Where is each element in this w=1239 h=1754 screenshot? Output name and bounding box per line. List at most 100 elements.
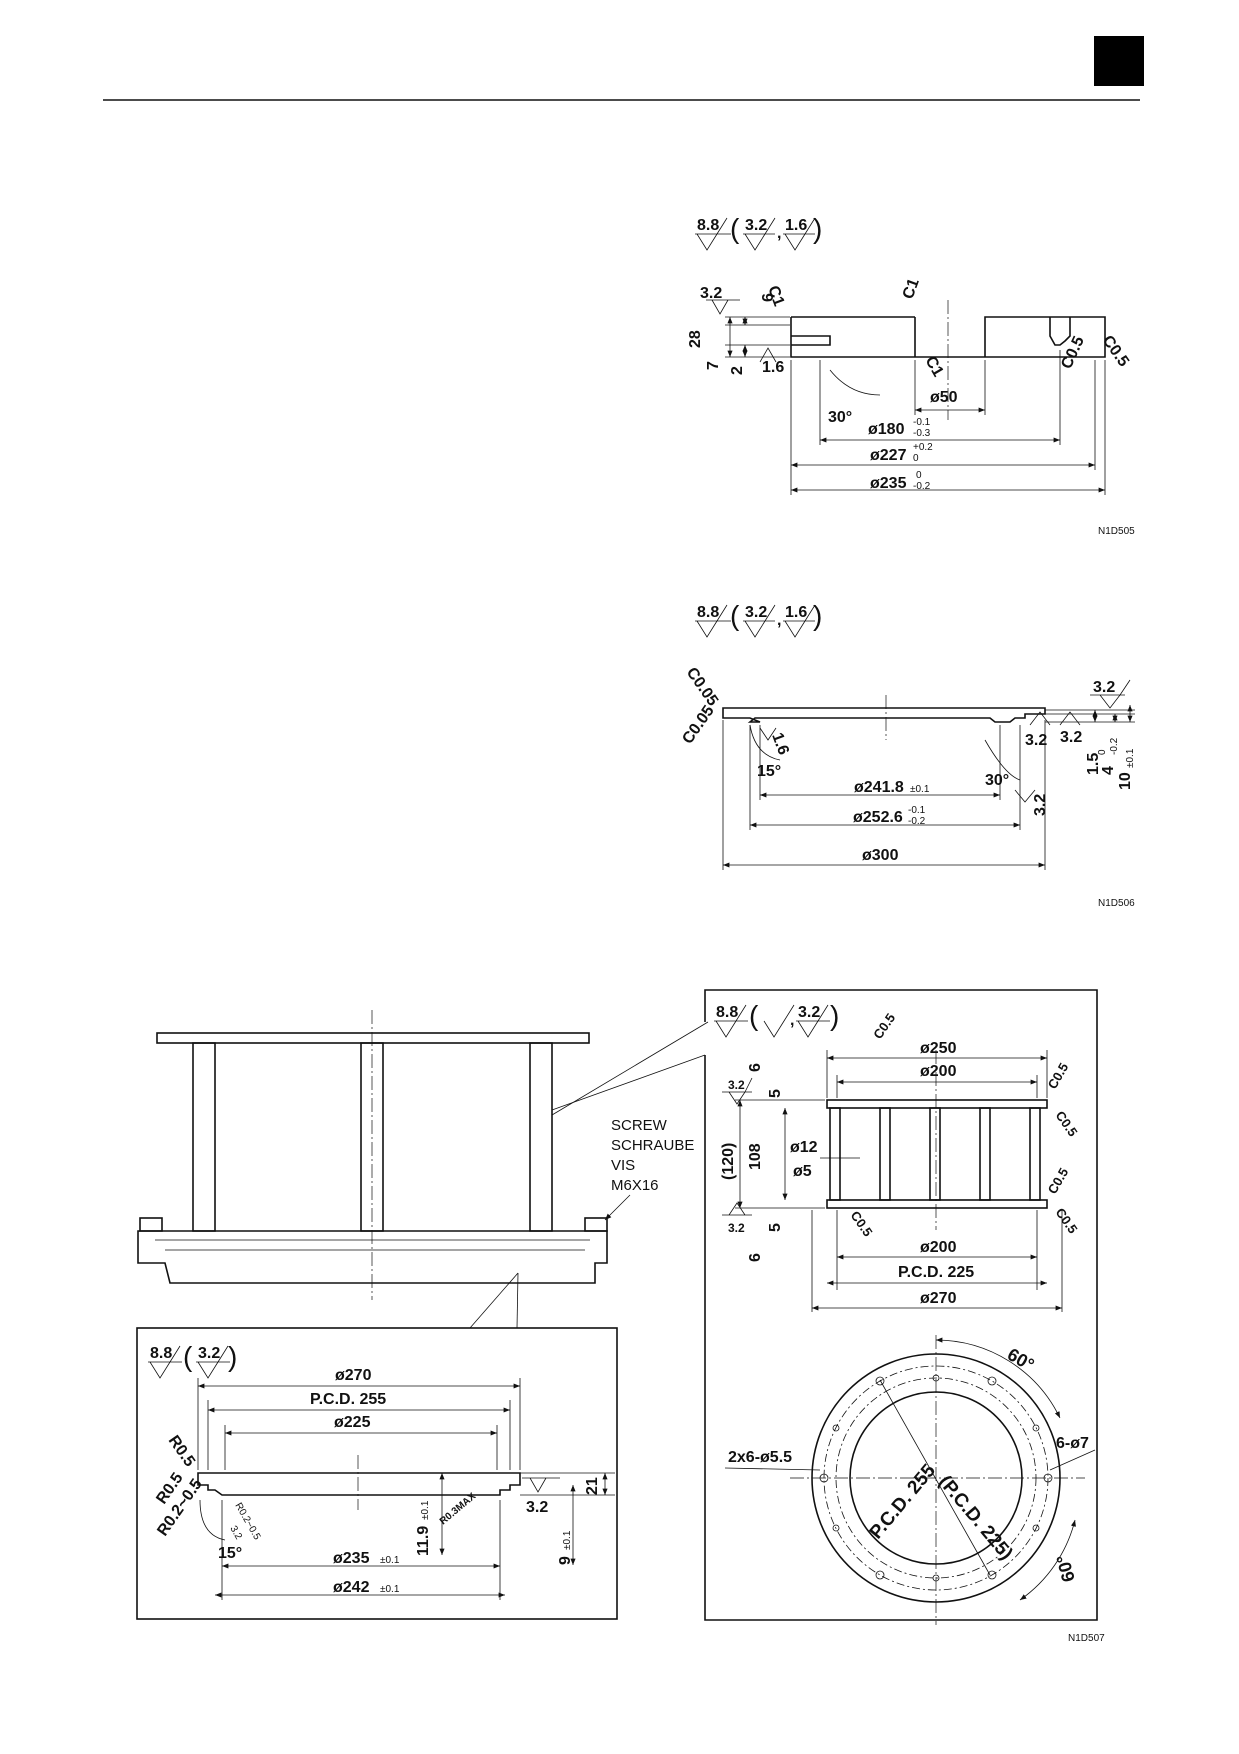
plate-profile	[722, 707, 1046, 723]
dimension-label: 3.2	[227, 1524, 244, 1542]
chamfer-label: C0.5	[1099, 333, 1132, 371]
dimension-label: 0	[913, 453, 919, 464]
dimension-label: -0.2	[1109, 737, 1120, 755]
dimension-label: P.C.D. 255	[310, 1391, 386, 1408]
dimension-label: -0.3	[913, 428, 931, 439]
dimension-label: ±0.1	[380, 1555, 400, 1566]
dim-2: 2	[729, 366, 746, 375]
dimension-label: ø5	[793, 1163, 812, 1180]
roughness-label: 3.2	[700, 285, 722, 302]
dimension-label: -0.1	[908, 805, 926, 816]
dimension-label: -0.2	[908, 816, 926, 827]
svg-text:): )	[228, 1341, 237, 1372]
screw-note-line: SCHRAUBE	[611, 1137, 694, 1154]
dimension-label: ø250	[920, 1040, 957, 1057]
dimension-label: 5	[767, 1223, 784, 1232]
dimension-label: ø225	[334, 1414, 371, 1431]
dimension-label: 1.6	[785, 604, 807, 621]
dimension-label: ø12	[790, 1139, 818, 1156]
dimension-label: 8.8	[150, 1345, 172, 1362]
drawing-n1d506: 8.8 ( 3.2 , 1.6 ) C0.05 C0.05 3.2 3.2 3.…	[679, 600, 1136, 909]
dimension-label: 60°	[1052, 1553, 1078, 1584]
dimension-label: P.C.D. 225	[898, 1264, 974, 1281]
dimension-label: (P.C.D. 225)	[934, 1472, 1016, 1565]
dimension-label: 3.2	[728, 1078, 745, 1092]
angle-15: 15°	[757, 763, 781, 780]
dimension-label: -0.2	[913, 481, 931, 492]
dim-6: 6	[760, 293, 777, 302]
dimension-label: ø235	[333, 1550, 370, 1567]
dim-d252-6: ø252.6	[853, 809, 903, 826]
dim-d50: ø50	[930, 389, 958, 406]
dimension-label: 60°	[1004, 1344, 1038, 1375]
assembly-view: SCREW SCHRAUBE VIS M6X16	[137, 1010, 709, 1329]
dimension-label: 5	[767, 1089, 784, 1098]
dimension-label: R0.5	[165, 1433, 198, 1471]
drawing-ref: N1D505	[1098, 526, 1135, 537]
svg-text:,: ,	[790, 1012, 794, 1029]
dimension-label: ø200	[920, 1063, 957, 1080]
dimension-label: 6	[747, 1063, 764, 1072]
dim-d300: ø300	[862, 847, 899, 864]
svg-text:(: (	[749, 1000, 759, 1031]
dimension-label: 108	[747, 1143, 764, 1170]
svg-text:,: ,	[777, 612, 781, 629]
dimension-label: 8.8	[697, 217, 719, 234]
dimension-label: 3.2	[1025, 732, 1047, 749]
dimension-label: 6-ø7	[1056, 1435, 1089, 1452]
dimension-label: 1.6	[768, 731, 792, 758]
svg-text:): )	[813, 600, 822, 631]
dimension-label: 3.2	[1060, 729, 1082, 746]
dimension-label: 2x6-ø5.5	[728, 1449, 792, 1466]
drawing-n1d507: SCREW SCHRAUBE VIS M6X16 8.8 ( 3.2 )	[136, 989, 1105, 1644]
dimension-label: 6	[747, 1253, 764, 1262]
screw-note-line: SCREW	[611, 1117, 668, 1134]
svg-text:(: (	[183, 1341, 193, 1372]
dimension-label: ±0.1	[1125, 748, 1136, 768]
dimension-label: 3.2	[728, 1221, 745, 1235]
dimension-label: 15°	[218, 1545, 242, 1562]
svg-text:(: (	[730, 600, 740, 631]
dimension-label: 11.9	[415, 1526, 432, 1556]
dimension-label: -0.1	[913, 417, 931, 428]
dimension-label: 3.2	[1093, 679, 1115, 696]
dimension-label: 8.8	[716, 1004, 738, 1021]
dimension-label: P.C.D. 255	[866, 1460, 941, 1543]
surface-finish-header: 8.8 ( 3.2 , 1.6 )	[695, 600, 822, 638]
dimension-label: ø200	[920, 1239, 957, 1256]
dimension-label: 3.2	[798, 1004, 820, 1021]
dimension-label: 3.2	[1032, 794, 1049, 816]
dimension-label: C0.5	[848, 1208, 876, 1239]
dimension-label: 0	[916, 470, 922, 481]
surface-finish-header: 8.8 ( 3.2 , 1.6 )	[695, 213, 822, 251]
chamfer-label: C1	[764, 284, 787, 309]
dimension-label: 8.8	[697, 604, 719, 621]
dimension-label: ±0.1	[380, 1584, 400, 1595]
dimension-label: ø270	[920, 1290, 957, 1307]
svg-text:): )	[830, 1000, 839, 1031]
dimension-label: 0	[1097, 749, 1108, 755]
screw-note-line: VIS	[611, 1157, 635, 1174]
drawing-n1d505: 8.8 ( 3.2 , 1.6 ) 3.2 6 28 7 2 1.6 C1 C1…	[687, 213, 1135, 537]
chamfer-label: C0.5	[1058, 334, 1088, 372]
drawing-ref: N1D506	[1098, 898, 1135, 909]
svg-text:): )	[813, 213, 822, 244]
chamfer-label: C1	[900, 276, 923, 301]
chamfer-label: C0.05	[683, 665, 721, 710]
drawing-ref: N1D507	[1068, 1633, 1105, 1644]
dimension-label: C0.5	[1045, 1165, 1072, 1196]
detail-right: 8.8 ( , 3.2 ) ø250 C0.5	[704, 989, 1098, 1625]
detail-left: 8.8 ( 3.2 ) ø270 P.C.D. 255 ø225 R0.5 R0…	[136, 1327, 618, 1620]
dimension-label: C0.5	[1053, 1108, 1081, 1139]
svg-text:(: (	[730, 213, 740, 244]
dimension-label: 10	[1117, 772, 1134, 790]
dimension-label: 3.2	[745, 604, 767, 621]
dimension-label: ø270	[335, 1367, 372, 1384]
dimension-label: 3.2	[198, 1345, 220, 1362]
dimension-label: 21	[584, 1477, 601, 1495]
dimension-label: +0.2	[913, 442, 933, 453]
dimension-label: 1.5	[1085, 753, 1102, 775]
dimension-label: C0.5	[1053, 1205, 1081, 1236]
dimension-label: 3.2	[745, 217, 767, 234]
